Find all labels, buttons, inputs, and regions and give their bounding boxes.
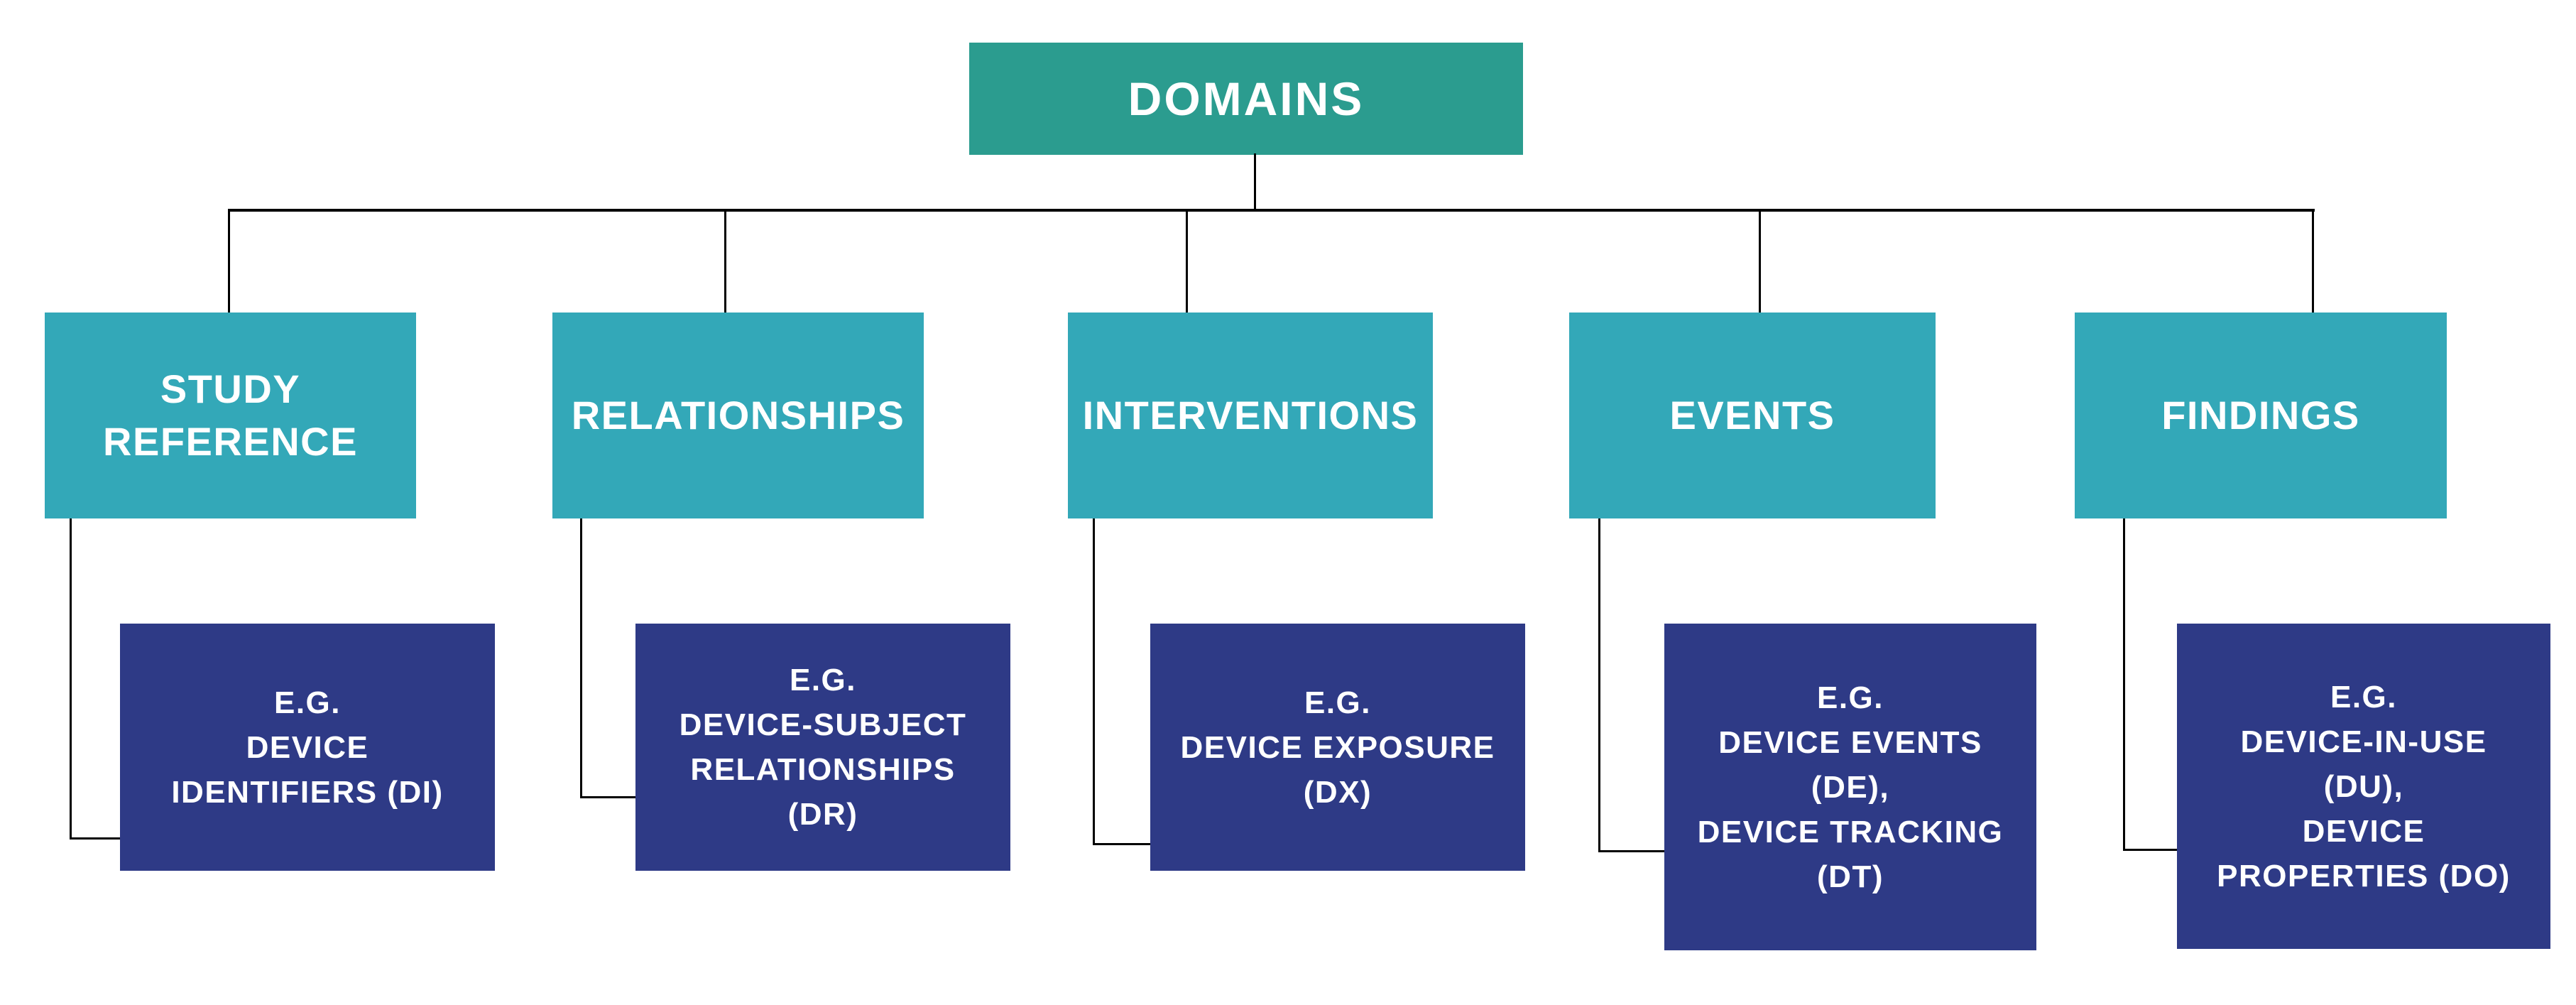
connector-relationships-elbow — [580, 796, 635, 798]
connector-interventions-stem — [1093, 518, 1095, 845]
example-label-line: (DT) — [1817, 859, 1884, 894]
example-label-line: DEVICE — [246, 729, 369, 765]
connector-rail-to-study-reference — [228, 210, 230, 314]
example-label-line: (DX) — [1303, 774, 1372, 810]
example-label-line: (DE), — [1811, 769, 1890, 805]
example-label-line: DEVICE-SUBJECT — [679, 707, 967, 742]
category-label-line: EVENTS — [1669, 393, 1835, 438]
connector-findings-elbow — [2123, 849, 2177, 851]
example-label-line: DEVICE-IN-USE — [2240, 724, 2487, 759]
connector-findings-stem — [2123, 518, 2125, 851]
category-node-findings: FINDINGS — [2075, 313, 2447, 518]
example-label-line: E.G. — [2330, 679, 2398, 715]
example-label-line: E.G. — [789, 663, 857, 697]
connector-domains-stem — [1254, 153, 1256, 210]
connector-events-elbow — [1598, 850, 1664, 852]
example-label-line: E.G. — [273, 685, 342, 720]
category-label-line: RELATIONSHIPS — [571, 393, 905, 438]
root-node-label: DOMAINS — [1128, 72, 1365, 125]
category-node-events: EVENTS — [1569, 313, 1936, 518]
connector-relationships-stem — [580, 518, 582, 798]
connector-rail-to-relationships — [724, 210, 726, 314]
example-label-line: DEVICE EVENTS — [1718, 724, 1982, 760]
connector-rail — [228, 209, 2315, 212]
example-label-line: (DR) — [787, 797, 858, 832]
connector-rail-to-findings — [2312, 210, 2314, 314]
example-node-device-in-use-properties: E.G. DEVICE-IN-USE (DU), DEVICE PROPERTI… — [2177, 624, 2550, 949]
category-label-line: REFERENCE — [103, 419, 358, 464]
example-node-device-events-tracking: E.G. DEVICE EVENTS (DE), DEVICE TRACKING… — [1664, 624, 2036, 950]
example-label-line: DEVICE TRACKING — [1697, 814, 2004, 849]
category-node-relationships: RELATIONSHIPS — [552, 313, 924, 518]
connector-rail-to-events — [1759, 210, 1761, 314]
example-label-line: E.G. — [1304, 685, 1372, 720]
example-node-device-identifiers: E.G. DEVICE IDENTIFIERS (DI) — [120, 624, 495, 871]
connector-rail-to-interventions — [1186, 210, 1188, 314]
example-label-line: E.G. — [1816, 680, 1884, 715]
example-label-line: (DU), — [2323, 768, 2404, 804]
category-label-line: FINDINGS — [2161, 393, 2360, 438]
example-label-line: DEVICE — [2302, 813, 2425, 849]
example-node-device-exposure: E.G. DEVICE EXPOSURE (DX) — [1150, 624, 1525, 871]
connector-study-reference-elbow — [70, 837, 120, 840]
example-label-line: IDENTIFIERS (DI) — [171, 774, 444, 810]
connector-study-reference-stem — [70, 518, 72, 840]
category-node-study-reference: STUDY REFERENCE — [45, 313, 416, 518]
category-node-interventions: INTERVENTIONS — [1068, 313, 1433, 518]
category-label-line: INTERVENTIONS — [1082, 393, 1419, 438]
example-label-line: PROPERTIES (DO) — [2217, 858, 2511, 893]
connector-interventions-elbow — [1093, 843, 1150, 845]
example-node-device-subject-relationships: E.G. DEVICE-SUBJECT RELATIONSHIPS (DR) — [635, 624, 1010, 871]
connector-events-stem — [1598, 518, 1600, 852]
example-label-line: DEVICE EXPOSURE — [1180, 729, 1495, 765]
category-label-line: STUDY — [160, 366, 301, 411]
root-node-domains: DOMAINS — [969, 43, 1523, 155]
example-label-line: RELATIONSHIPS — [690, 752, 956, 787]
